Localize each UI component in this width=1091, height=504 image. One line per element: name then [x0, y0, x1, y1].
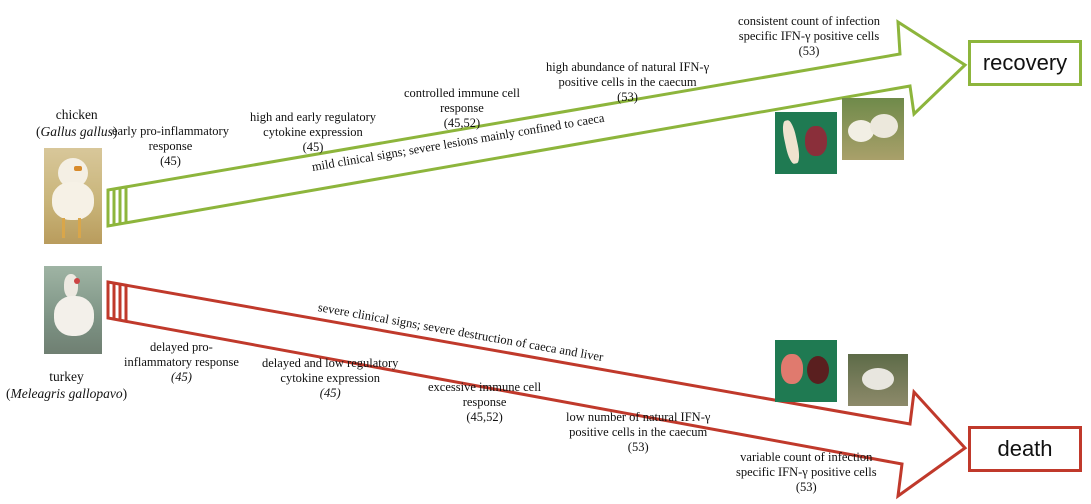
- recovery-label: recovery: [982, 50, 1068, 75]
- turkey-photo: [44, 266, 102, 354]
- chicken-species-label: chicken (Gallus gallus): [36, 107, 118, 139]
- turkey-species-label: turkey (Meleagris gallopavo): [6, 369, 128, 401]
- turkey-caeca-photo: [775, 340, 837, 402]
- turkey-stage-1: delayed pro-inflammatory response(45): [124, 340, 239, 384]
- chicken-caeca-photo: [775, 112, 837, 174]
- death-outcome-box: death: [968, 426, 1082, 472]
- turkey-latin-name: Meleagris gallopavo: [10, 386, 123, 401]
- chicken-recovered-photo: [842, 98, 904, 160]
- recovery-outcome-box: recovery: [968, 40, 1082, 86]
- turkey-dead-photo: [848, 354, 908, 406]
- turkey-name: turkey: [49, 369, 84, 384]
- chicken-arrow: [106, 19, 968, 228]
- chicken-name: chicken: [55, 107, 98, 122]
- death-label: death: [997, 436, 1053, 461]
- turkey-arrow: [106, 280, 968, 500]
- chicken-photo: [44, 148, 102, 244]
- chicken-latin-name: Gallus gallus: [40, 124, 113, 139]
